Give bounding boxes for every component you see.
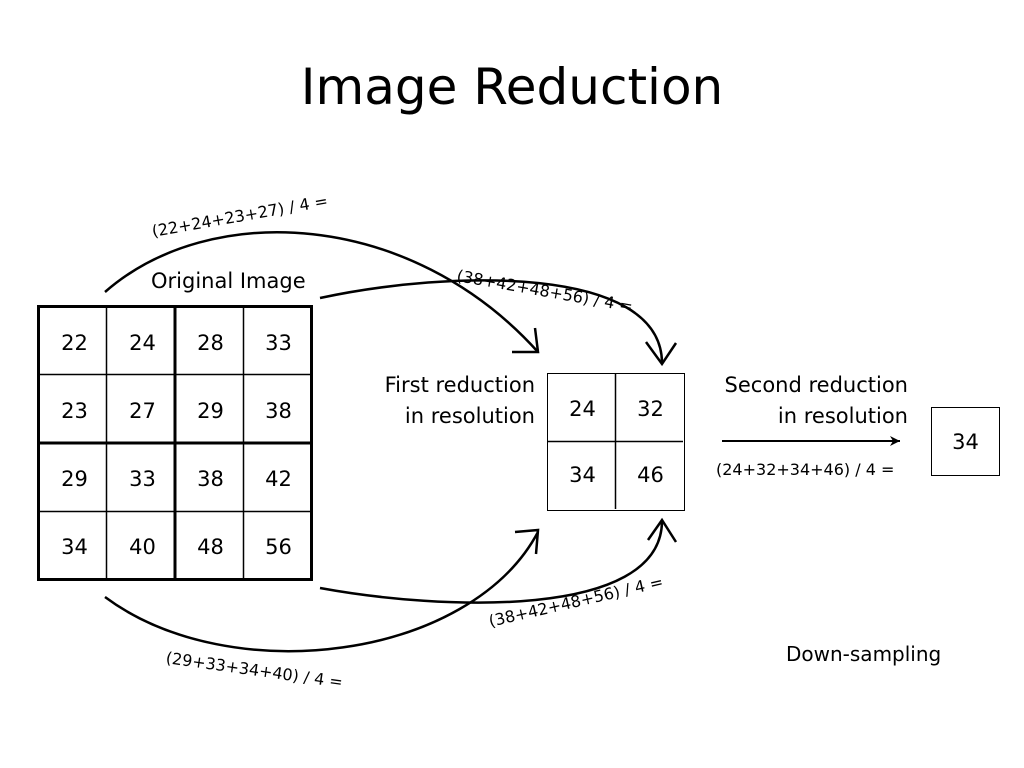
label-second-line1: Second reduction — [724, 373, 908, 397]
original-cell: 28 — [197, 330, 224, 355]
label-first-line1: First reduction — [384, 373, 535, 397]
arrow-bottom-right — [319, 521, 664, 604]
label-down-sampling: Down-sampling — [786, 642, 942, 666]
original-cell: 40 — [129, 534, 156, 559]
first-cell: 46 — [637, 462, 664, 487]
arrowhead-bottom-left — [514, 528, 540, 555]
original-cell: 23 — [61, 398, 88, 423]
label-first-reduction: First reduction in resolution — [370, 370, 535, 432]
first-cell: 32 — [637, 396, 664, 421]
formula-second-reduction: (24+32+34+46) / 4 = — [716, 460, 895, 479]
original-cell: 48 — [197, 534, 224, 559]
first-cell: 34 — [569, 462, 596, 487]
first-reduction-grid: 24 32 34 46 — [547, 373, 685, 511]
original-cell: 33 — [265, 330, 292, 355]
second-reduction-cell: 34 — [931, 407, 1000, 476]
original-cell: 27 — [129, 398, 156, 423]
original-cell: 33 — [129, 466, 156, 491]
original-cell: 24 — [129, 330, 156, 355]
arrowhead-bottom-right — [646, 517, 678, 543]
slide-title: Image Reduction — [300, 58, 724, 116]
label-second-reduction: Second reduction in resolution — [700, 370, 908, 432]
arrow-top-left — [104, 231, 539, 353]
label-first-line2: in resolution — [404, 404, 535, 428]
label-original-image: Original Image — [151, 269, 306, 293]
original-image-grid: 22 24 28 33 23 27 29 38 29 33 38 42 34 4… — [37, 305, 313, 581]
arrow-bottom-left — [104, 531, 540, 653]
original-grid-lines — [40, 308, 310, 578]
original-cell: 29 — [61, 466, 88, 491]
arrowhead-top-left — [512, 327, 540, 354]
original-cell: 42 — [265, 466, 292, 491]
label-second-line2: in resolution — [777, 404, 908, 428]
original-cell: 38 — [197, 466, 224, 491]
original-cell: 29 — [197, 398, 224, 423]
first-cell: 24 — [569, 396, 596, 421]
arrowhead-top-right — [644, 341, 678, 367]
first-grid-lines — [548, 374, 683, 509]
original-cell: 34 — [61, 534, 88, 559]
original-cell: 22 — [61, 330, 88, 355]
arrow-top-right — [319, 279, 664, 363]
original-cell: 38 — [265, 398, 292, 423]
original-cell: 56 — [265, 534, 292, 559]
